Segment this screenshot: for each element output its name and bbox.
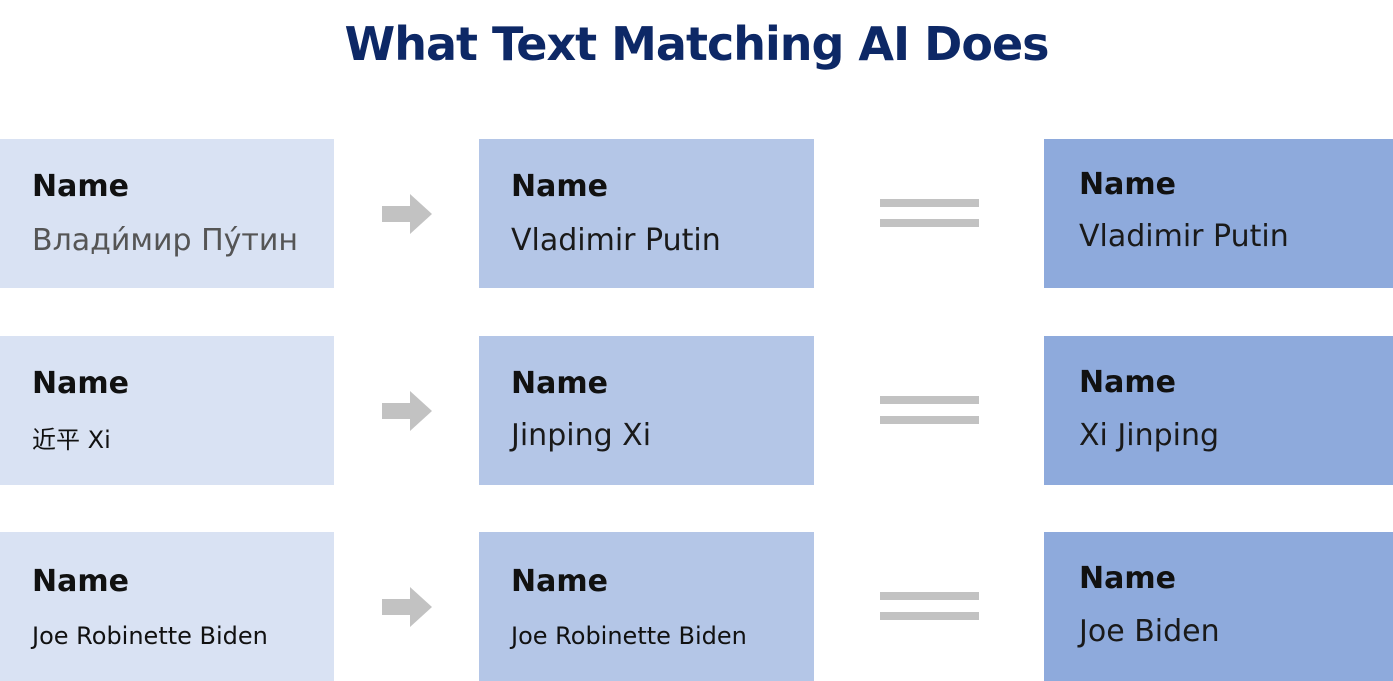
- field-label: Name: [511, 169, 608, 204]
- name-row: Name 近平 Xi Name Jinping Xi Name Xi Jinpi…: [0, 336, 1393, 485]
- field-value: Влади́мир Пу́тин: [32, 223, 298, 258]
- diagram-title: What Text Matching AI Does: [344, 17, 1049, 71]
- field-label: Name: [1079, 365, 1176, 400]
- field-label: Name: [511, 366, 608, 401]
- field-value: 近平 Xi: [32, 426, 111, 454]
- field-value: Joe Robinette Biden: [511, 622, 747, 650]
- arrow-right-icon: [382, 391, 432, 431]
- equals-icon: [880, 592, 979, 622]
- field-value: Jinping Xi: [511, 418, 652, 453]
- field-label: Name: [1079, 561, 1176, 596]
- field-value: Vladimir Putin: [511, 223, 721, 258]
- normalized-name-card: Name Vladimir Putin: [479, 139, 814, 288]
- arrow-right-icon: [382, 587, 432, 627]
- field-label: Name: [1079, 167, 1176, 202]
- field-value: Xi Jinping: [1079, 418, 1220, 453]
- field-label: Name: [32, 169, 129, 204]
- equals-icon: [880, 199, 979, 229]
- normalized-name-card: Name Joe Robinette Biden: [479, 532, 814, 681]
- normalized-name-card: Name Jinping Xi: [479, 336, 814, 485]
- equals-icon: [880, 396, 979, 426]
- field-label: Name: [32, 366, 129, 401]
- source-name-card: Name 近平 Xi: [0, 336, 334, 485]
- name-row: Name Влади́мир Пу́тин Name Vladimir Puti…: [0, 139, 1393, 288]
- field-label: Name: [32, 564, 129, 599]
- arrow-right-icon: [382, 194, 432, 234]
- matched-name-card: Name Vladimir Putin: [1044, 139, 1393, 288]
- field-value: Vladimir Putin: [1079, 219, 1289, 254]
- source-name-card: Name Влади́мир Пу́тин: [0, 139, 334, 288]
- matched-name-card: Name Xi Jinping: [1044, 336, 1393, 485]
- name-row: Name Joe Robinette Biden Name Joe Robine…: [0, 532, 1393, 681]
- field-value: Joe Biden: [1079, 614, 1220, 649]
- matched-name-card: Name Joe Biden: [1044, 532, 1393, 681]
- source-name-card: Name Joe Robinette Biden: [0, 532, 334, 681]
- field-label: Name: [511, 564, 608, 599]
- field-value: Joe Robinette Biden: [32, 622, 268, 650]
